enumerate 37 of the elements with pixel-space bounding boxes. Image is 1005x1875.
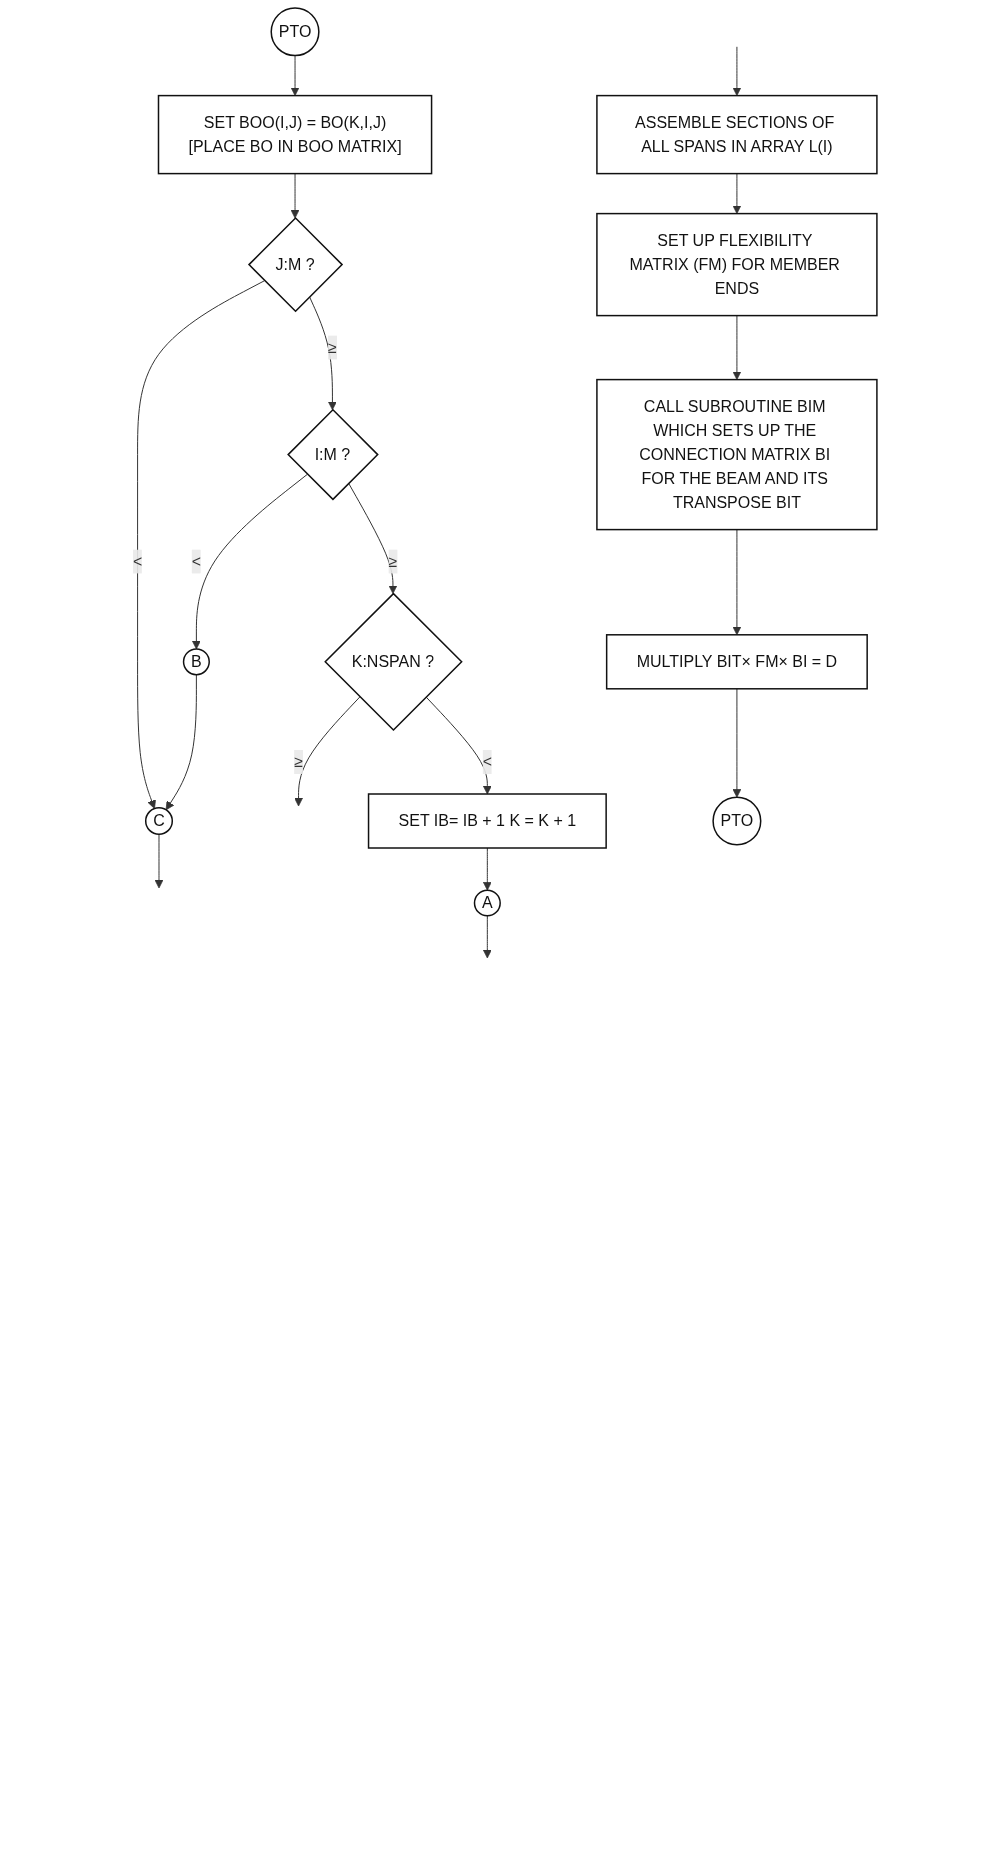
- arrow: [732, 529, 741, 636]
- arrow: [482, 915, 492, 959]
- node-box: SET IB= IB + 1 K = K + 1: [367, 793, 607, 849]
- node-circle: PTO: [711, 796, 761, 846]
- node-box: ASSEMBLE SECTIONS OF ALL SPANS IN ARRAY L(I): [595, 94, 878, 175]
- edge-label: <: [132, 552, 142, 570]
- node-box: CALL SUBROUTINE BIM WHICH SETS UP THE CONNECTION MATRIX BI FOR THE BEAM AND ITS TRANSPOSE BIT: [595, 378, 878, 531]
- arrow: [154, 833, 163, 889]
- arrow: [308, 296, 337, 411]
- arrow: [732, 688, 741, 798]
- arrow: [732, 315, 741, 380]
- edge-label: ≥: [388, 552, 397, 570]
- edge-label: ≥: [293, 753, 303, 770]
- node-diamond: J:M ?: [247, 216, 343, 313]
- node-box: SET BOO(I,J) = BO(K,I,J) [PLACE BO IN BOO MATRIX]: [157, 94, 432, 175]
- arrow: [482, 847, 492, 891]
- node-circle: B: [182, 648, 210, 676]
- arrow: [293, 696, 360, 807]
- node-circle: C: [144, 806, 173, 836]
- edge-label: <: [482, 753, 492, 770]
- arrow: [732, 173, 741, 214]
- arrow: [165, 674, 197, 811]
- arrow: [732, 46, 741, 96]
- arrow: [290, 173, 299, 219]
- node-diamond: I:M ?: [286, 408, 379, 501]
- node-box: MULTIPLY BIT× FM× BI = D: [605, 634, 868, 690]
- edge-label: ≥: [327, 338, 337, 356]
- arrow: [191, 473, 308, 650]
- arrow: [136, 280, 265, 809]
- node-circle: A: [473, 889, 501, 917]
- node-diamond: K:NSPAN ?: [323, 592, 463, 732]
- node-circle: PTO: [270, 7, 320, 57]
- arrow: [347, 482, 397, 594]
- arrow: [290, 55, 299, 96]
- node-box: SET UP FLEXIBILITY MATRIX (FM) FOR MEMBER ENDS: [595, 212, 878, 317]
- edge-label: <: [191, 552, 201, 570]
- arrow: [425, 696, 492, 795]
